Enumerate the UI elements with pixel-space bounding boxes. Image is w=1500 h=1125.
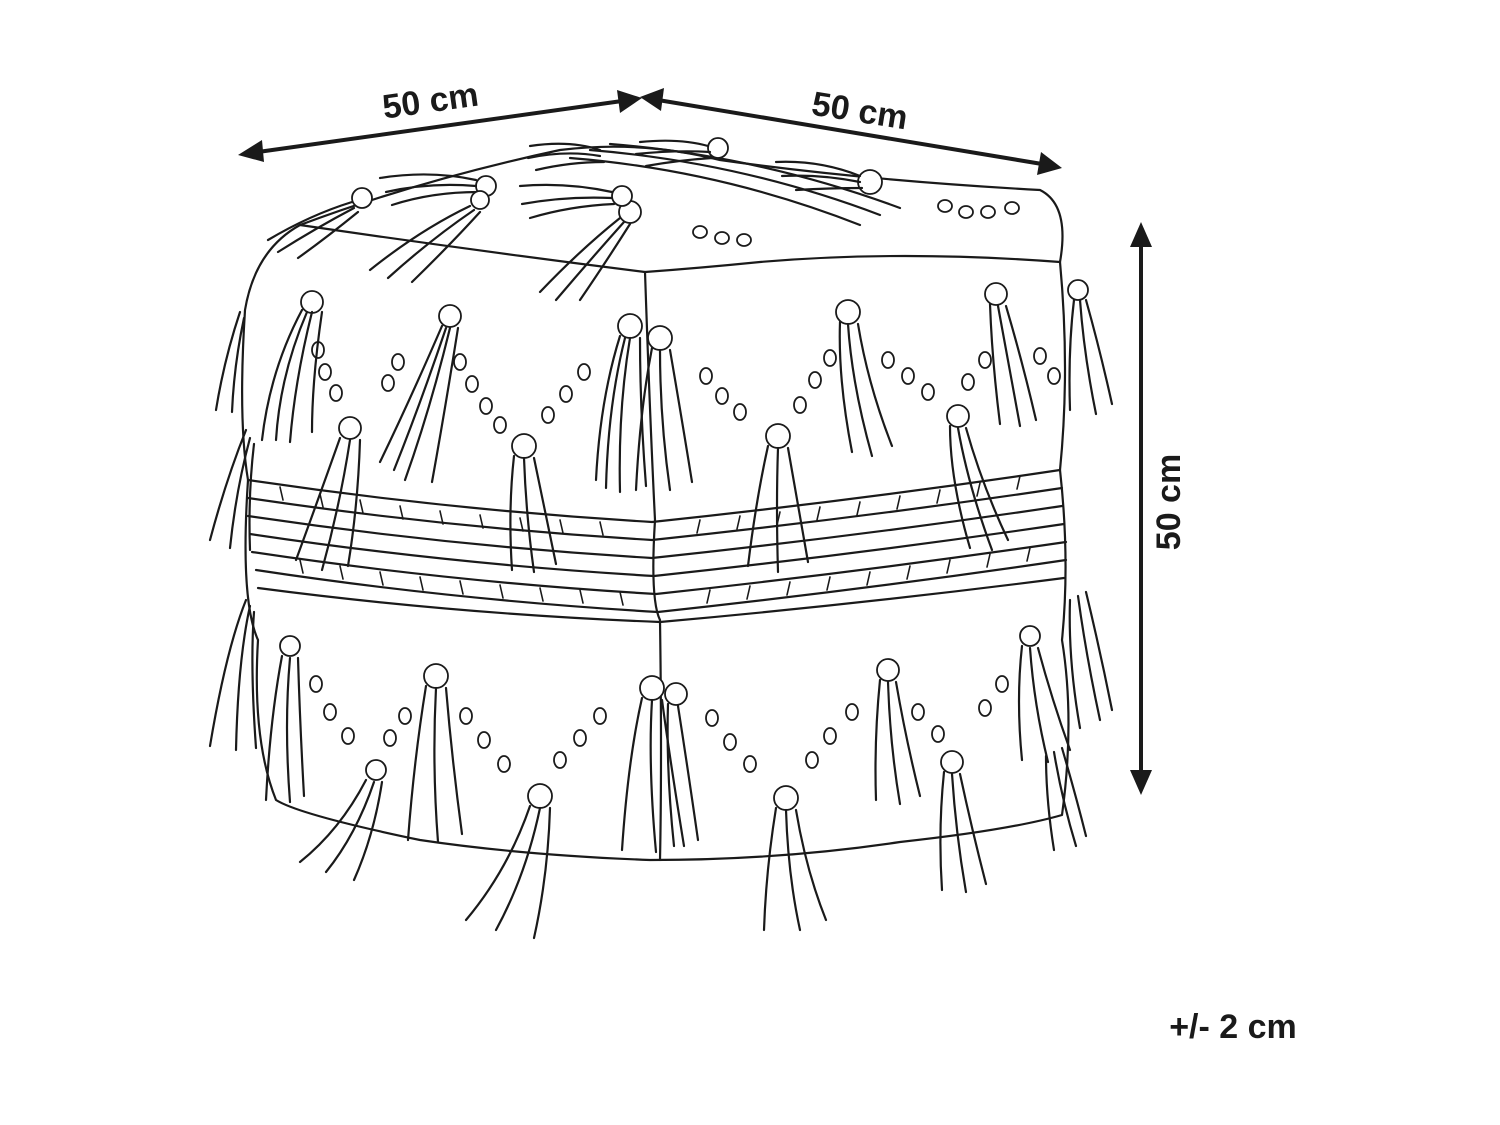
tassel bbox=[1067, 279, 1114, 416]
tassel bbox=[264, 635, 306, 804]
depth-arrow-head-left bbox=[640, 88, 664, 111]
tolerance-label: +/- 2 cm bbox=[1169, 1008, 1297, 1046]
tassel bbox=[526, 142, 606, 172]
depth-arrow-head-right bbox=[1037, 152, 1062, 175]
tassel bbox=[294, 416, 362, 572]
tassel bbox=[518, 183, 633, 220]
tassel bbox=[378, 304, 462, 484]
tassel bbox=[1017, 625, 1072, 764]
tassel bbox=[208, 428, 256, 552]
tassel bbox=[266, 187, 373, 260]
tassel bbox=[620, 675, 686, 854]
tassel bbox=[634, 137, 729, 168]
width-dimension: 50 cm bbox=[238, 76, 642, 162]
tassel bbox=[214, 310, 246, 414]
height-arrow-head-bottom bbox=[1130, 770, 1152, 795]
pouffe-top-band bbox=[568, 142, 902, 227]
tassel bbox=[594, 313, 648, 494]
pouffe-dot-pattern-lower bbox=[309, 675, 1009, 773]
tassel bbox=[835, 299, 894, 458]
tassel bbox=[774, 160, 883, 195]
pouffe-tassels bbox=[208, 137, 1114, 940]
tassel bbox=[406, 663, 464, 844]
tassel bbox=[208, 598, 258, 752]
width-label: 50 cm bbox=[380, 76, 481, 127]
pouffe-corner-seam bbox=[643, 270, 663, 862]
tassel bbox=[939, 750, 988, 894]
height-dimension: 50 cm bbox=[1130, 222, 1188, 795]
tassel bbox=[874, 658, 922, 806]
depth-arrow-line bbox=[657, 98, 1043, 166]
tassel bbox=[509, 433, 558, 574]
tassel bbox=[946, 404, 1010, 552]
tassel bbox=[298, 759, 387, 882]
tassel bbox=[762, 785, 828, 932]
pouffe-dot-pattern-upper bbox=[311, 341, 1061, 434]
tassel bbox=[746, 423, 810, 574]
tassel bbox=[464, 783, 553, 940]
pouffe-illustration bbox=[208, 137, 1114, 940]
tassel bbox=[368, 190, 490, 284]
tassel bbox=[1068, 590, 1114, 730]
tassel bbox=[664, 682, 700, 848]
pouffe-striped-band bbox=[246, 468, 1068, 624]
width-arrow-head-left bbox=[238, 140, 264, 162]
height-arrow-head-top bbox=[1130, 222, 1152, 247]
pouffe-dot-pattern-top bbox=[692, 199, 1020, 247]
width-arrow-head-right bbox=[617, 90, 642, 113]
tassel bbox=[260, 290, 324, 444]
height-label: 50 cm bbox=[1150, 454, 1188, 550]
tassel bbox=[634, 325, 694, 492]
tassel bbox=[1044, 746, 1088, 852]
depth-dimension: 50 cm bbox=[640, 85, 1062, 175]
width-arrow-line bbox=[257, 99, 623, 154]
tassel bbox=[984, 282, 1038, 428]
tassel bbox=[538, 200, 642, 302]
